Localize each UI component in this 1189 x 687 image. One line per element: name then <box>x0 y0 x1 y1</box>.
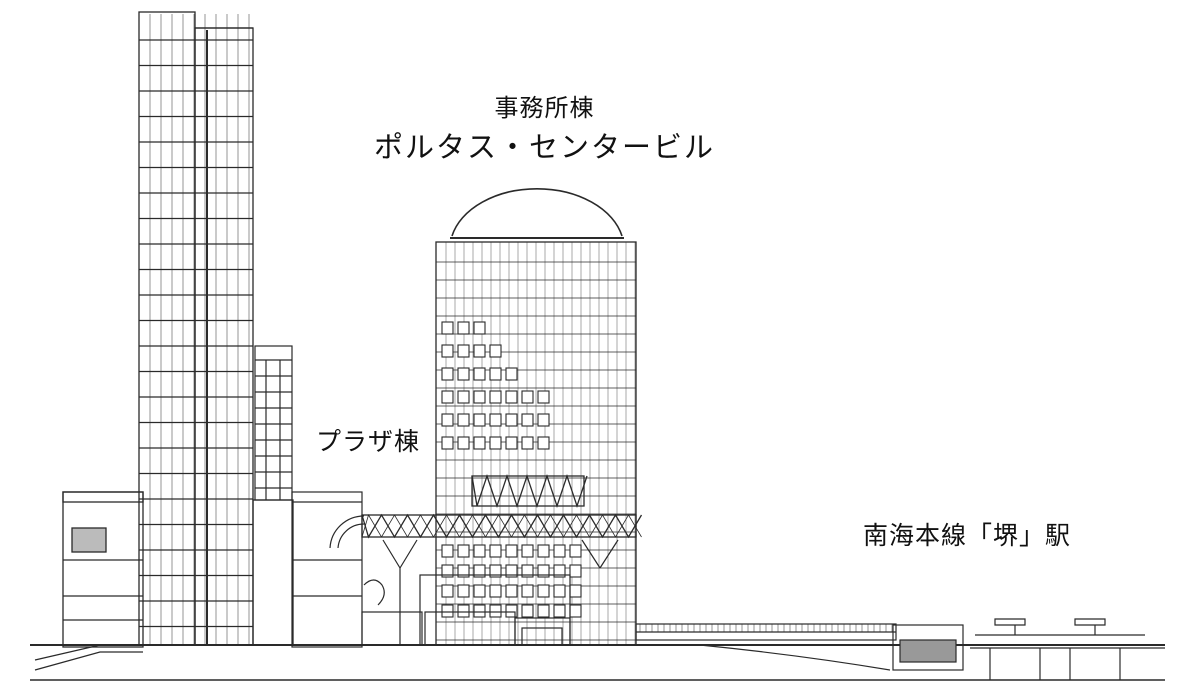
office-building-label: 事務所棟 <box>494 94 595 122</box>
plaza-building-label: プラザ棟 <box>316 427 421 456</box>
tall-tower <box>138 11 294 646</box>
left-ramp <box>34 644 143 671</box>
left-podium <box>62 491 144 648</box>
station-label: 南海本線「堺」駅 <box>863 521 1072 550</box>
plaza-block <box>291 491 385 648</box>
low-structures <box>361 539 619 646</box>
station-structure <box>892 618 1165 680</box>
office-tower <box>435 188 637 646</box>
slim-tower <box>254 345 293 501</box>
walkway <box>635 623 897 671</box>
office-truss <box>471 473 588 509</box>
bridge-truss <box>361 513 643 539</box>
office-building-name-label: ポルタス・センタービル <box>373 130 715 164</box>
